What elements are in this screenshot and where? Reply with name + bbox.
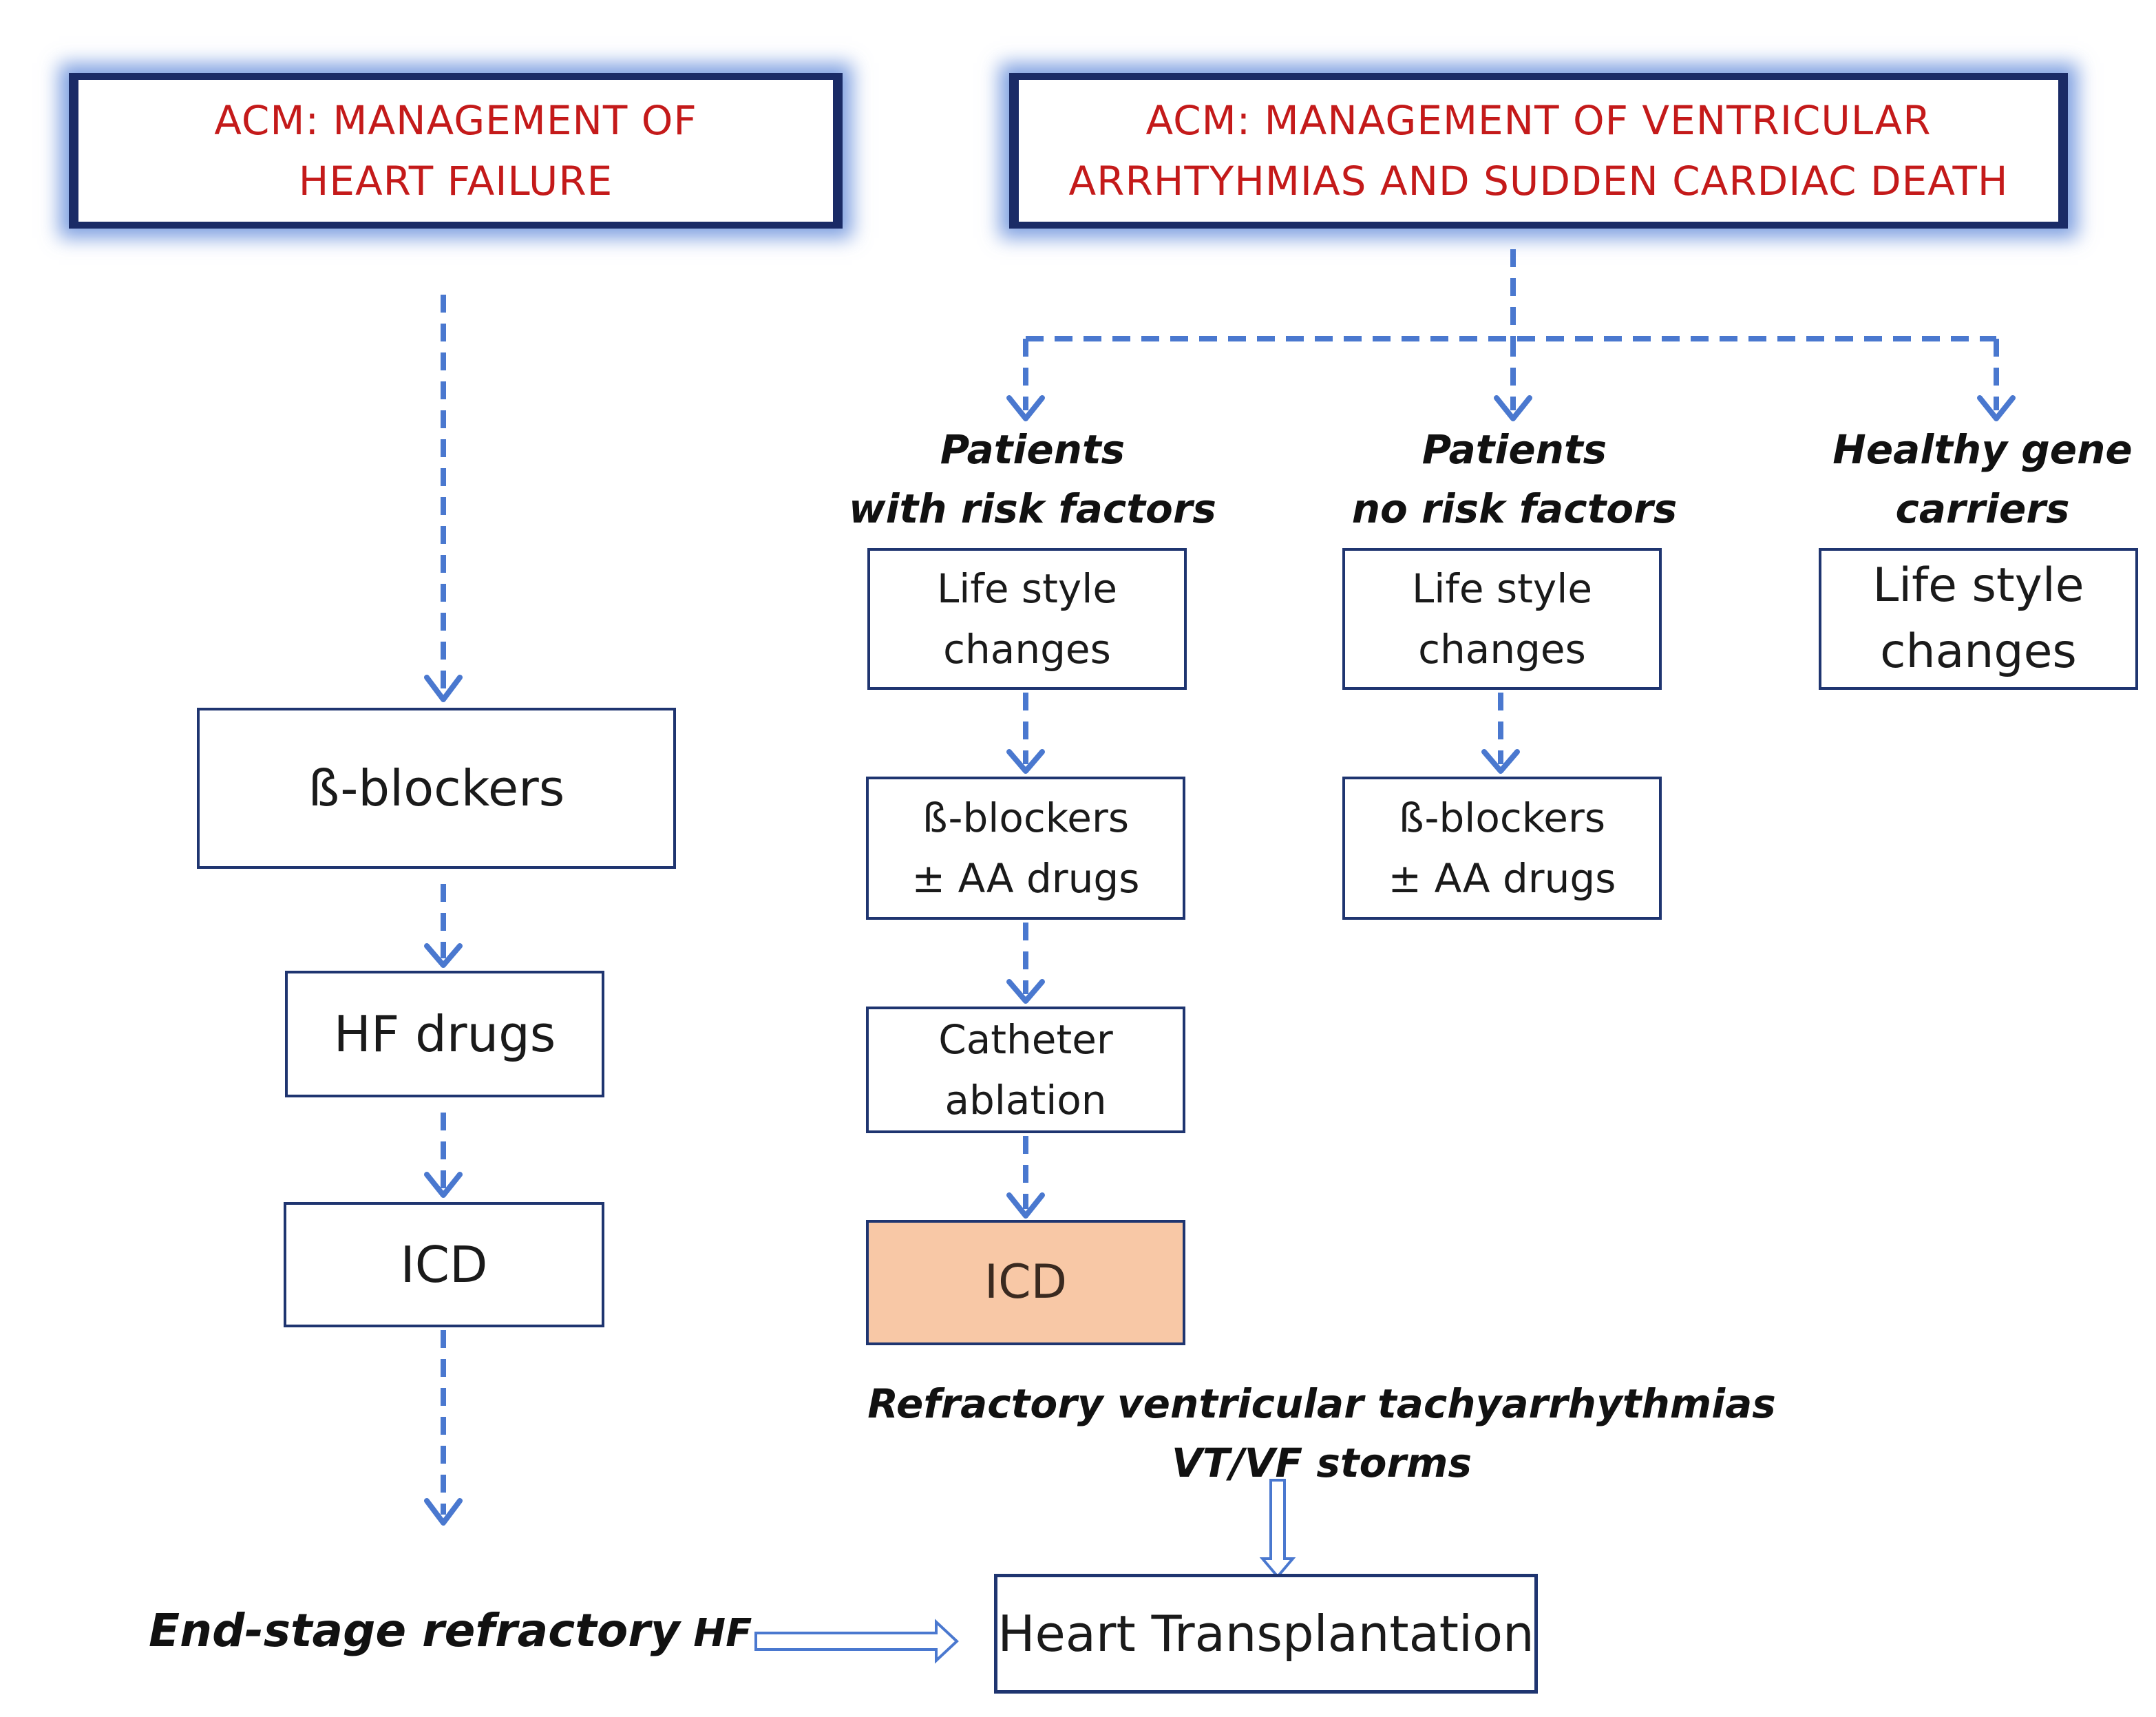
- hollow-arrow-down: [1259, 1479, 1296, 1579]
- header-heart-failure: ACM: MANAGEMENT OF HEART FAILURE: [69, 73, 843, 229]
- label-healthy-gene-carriers: Healthy gene carriers: [1832, 426, 2133, 532]
- box-beta-blockers-left: ß-blockers: [197, 708, 676, 869]
- label-refractory-vt-vf: Refractory ventricular tachyarrhythmias …: [867, 1380, 1776, 1486]
- end-stage-refractory-hf: End-stage refractory HF: [149, 1604, 752, 1657]
- box-lifestyle-no-risk: Life style changes: [1342, 548, 1662, 690]
- box-beta-aa-with-risk: ß-blockers ± AA drugs: [866, 777, 1185, 920]
- header-arrhythmias: ACM: MANAGEMENT OF VENTRICULAR ARRHTYHMI…: [1009, 73, 2068, 229]
- box-hf-drugs: HF drugs: [285, 971, 604, 1097]
- header-right-line1: ACM: MANAGEMENT OF VENTRICULAR: [1145, 97, 1932, 144]
- hollow-arrow-right: [754, 1619, 959, 1664]
- label-no-risk-factors: Patients no risk factors: [1351, 426, 1678, 532]
- box-beta-aa-no-risk: ß-blockers ± AA drugs: [1342, 777, 1662, 920]
- box-icd-left: ICD: [284, 1202, 604, 1327]
- box-heart-transplantation: Heart Transplantation: [994, 1574, 1538, 1694]
- box-icd-highlighted: ICD: [866, 1220, 1185, 1345]
- box-catheter-ablation: Catheter ablation: [866, 1007, 1185, 1133]
- box-lifestyle-healthy: Life style changes: [1819, 548, 2138, 690]
- header-left-line2: HEART FAILURE: [298, 158, 613, 204]
- header-right-line2: ARRHTYHMIAS AND SUDDEN CARDIAC DEATH: [1068, 158, 2009, 204]
- header-left-line1: ACM: MANAGEMENT OF: [214, 97, 697, 144]
- box-lifestyle-with-risk: Life style changes: [867, 548, 1187, 690]
- label-with-risk-factors: Patients with risk factors: [849, 426, 1216, 532]
